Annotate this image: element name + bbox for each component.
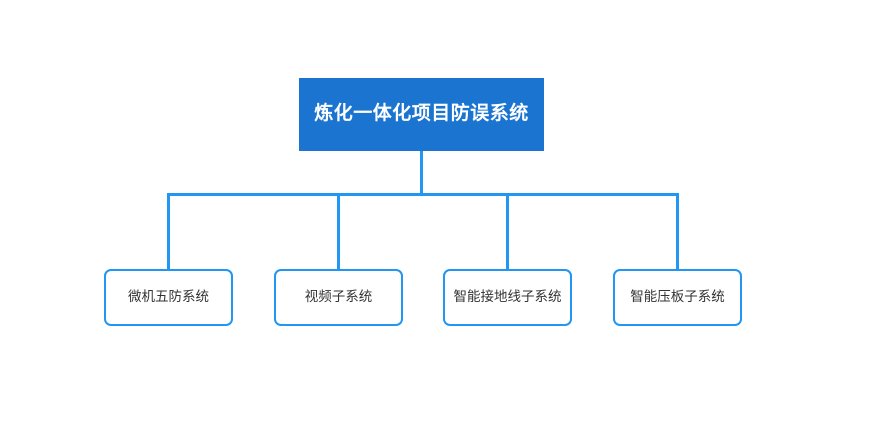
child-node-3[interactable]: 智能接地线子系统: [443, 269, 572, 326]
child-node-4-label: 智能压板子系统: [630, 289, 725, 305]
child-node-2[interactable]: 视频子系统: [274, 269, 403, 326]
child-node-1-label: 微机五防系统: [128, 289, 209, 305]
root-node[interactable]: 炼化一体化项目防误系统: [299, 78, 544, 151]
root-node-label: 炼化一体化项目防误系统: [314, 103, 529, 125]
child-node-1[interactable]: 微机五防系统: [104, 269, 233, 326]
child-node-3-label: 智能接地线子系统: [453, 289, 562, 305]
child-node-2-label: 视频子系统: [304, 289, 373, 305]
child-node-4[interactable]: 智能压板子系统: [613, 269, 742, 326]
